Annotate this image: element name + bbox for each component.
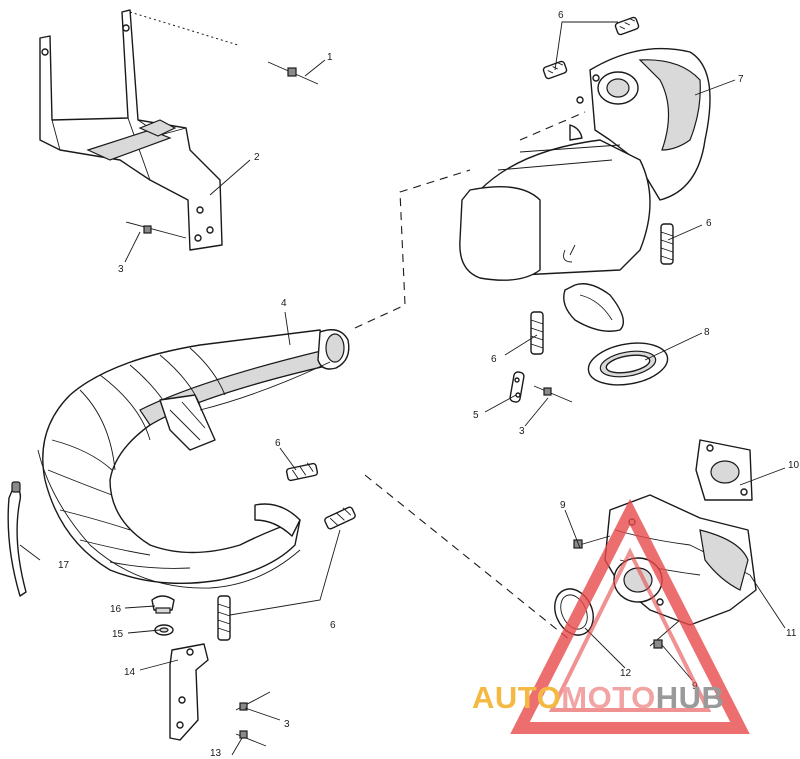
bolt-left: [125, 221, 187, 239]
callout-12: 12: [620, 668, 632, 679]
spring-top-right: [614, 16, 640, 36]
spring-right: [660, 223, 674, 265]
callout-15: 15: [112, 629, 124, 640]
warning-triangle-inner-icon: [548, 547, 712, 712]
spring-bottom: [217, 595, 231, 641]
callout-9-upper: 9: [560, 500, 566, 511]
rubber-grommet: [151, 595, 175, 614]
callout-3-lower: 3: [284, 719, 290, 730]
watermark-text-moto: MOTO: [561, 680, 655, 715]
callout-6-right: 6: [706, 218, 712, 229]
callout-7: 7: [738, 74, 744, 85]
callout-6-mid: 6: [491, 354, 497, 365]
washer: [154, 624, 174, 636]
callout-11: 11: [786, 628, 797, 639]
bolt-lower-2: [235, 730, 267, 747]
heat-shield-strap: [7, 481, 27, 597]
warning-triangle-icon: [510, 498, 750, 734]
callout-3-bracket: 3: [118, 264, 124, 275]
callout-17: 17: [58, 560, 70, 571]
callout-14: 14: [124, 667, 136, 678]
leader-lines: [19, 21, 786, 756]
watermark-text-hub: HUB: [656, 680, 725, 715]
mounting-bracket: [39, 9, 239, 251]
callout-6-top: 6: [558, 10, 564, 21]
assembly-line-muffler: [354, 169, 471, 329]
bolt-muffler: [533, 385, 573, 403]
bolt-manifold-lower: [649, 619, 681, 649]
small-bracket: [509, 371, 525, 403]
callout-8: 8: [704, 327, 710, 338]
callout-4: 4: [281, 298, 287, 309]
watermark-text-auto: AUTO: [472, 680, 561, 715]
callout-13: 13: [210, 748, 222, 759]
callout-3-muffler: 3: [519, 426, 525, 437]
spring-centre-lower: [324, 506, 356, 530]
callout-6-centre: 6: [275, 438, 281, 449]
svg-text:AUTOMOTOHUB: AUTOMOTOHUB: [472, 680, 724, 715]
callout-2: 2: [254, 152, 260, 163]
muffler: [459, 47, 711, 332]
bolt-top: [267, 61, 319, 85]
callout-6-bottom: 6: [330, 620, 336, 631]
callout-5: 5: [473, 410, 479, 421]
assembly-line-manifold: [364, 474, 571, 641]
bolt-lower-1: [235, 691, 271, 711]
callout-numbers: 1 2 3 4 6 7 6 6 8 5 3 6 10 9 17 6 16 15 …: [58, 10, 800, 759]
callout-1: 1: [327, 52, 333, 63]
gasket-ring: [587, 342, 669, 386]
spring-centre-upper: [285, 462, 319, 482]
lower-bracket: [169, 643, 209, 741]
expansion-chamber: [37, 329, 350, 589]
manifold-flange-gasket: [695, 439, 753, 501]
assembly-line-muffler-top: [519, 111, 586, 141]
spring-mid: [530, 311, 544, 355]
watermark-logo: AUTOMOTOHUB: [472, 498, 750, 734]
callout-16: 16: [110, 604, 122, 615]
callout-10: 10: [788, 460, 800, 471]
